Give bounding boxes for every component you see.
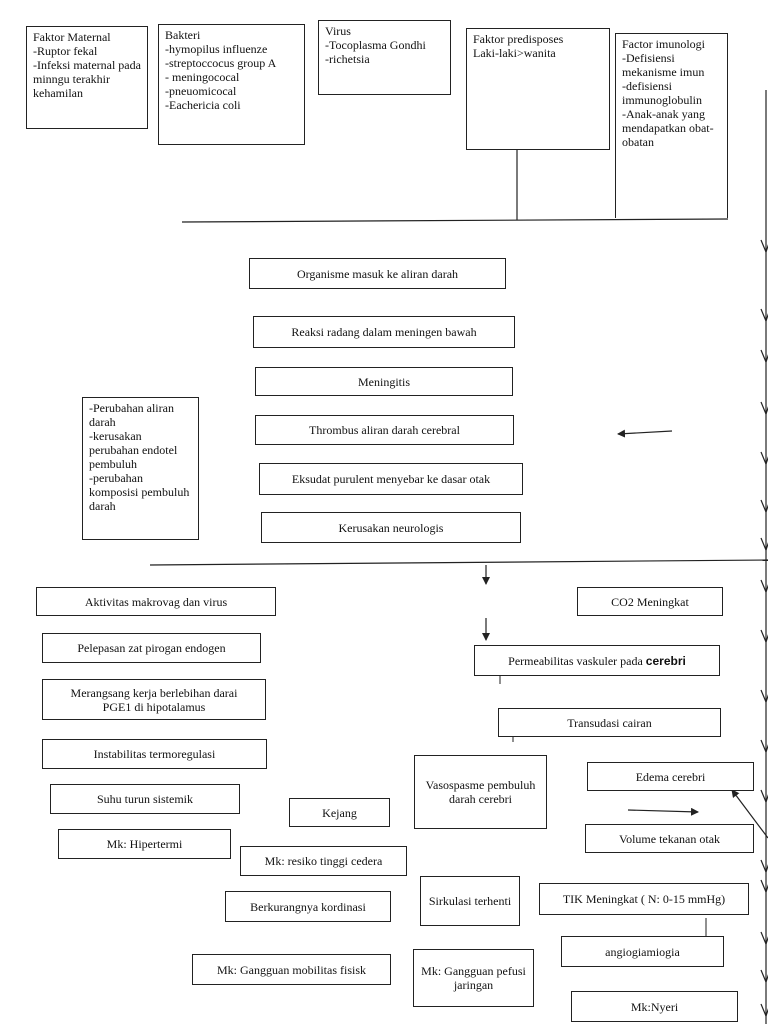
factor-imunologi-box: Factor imunologi -Defisiensi mekanisme i…	[615, 33, 728, 218]
faktor-predisposes-box: Faktor predisposes Laki-laki>wanita	[466, 28, 610, 150]
faktor-maternal-box: Faktor Maternal -Ruptor fekal -Infeksi m…	[26, 26, 148, 129]
top-divider-line	[181, 218, 729, 223]
kordinasi-box: Berkurangnya kordinasi	[225, 891, 391, 922]
resiko-cedera-box: Mk: resiko tinggi cedera	[240, 846, 407, 876]
mid-divider-line	[149, 559, 768, 566]
transudasi-box: Transudasi cairan	[498, 708, 721, 737]
angiogiamiogia-box: angiogiamiogia	[561, 936, 724, 967]
hipertermi-box: Mk: Hipertermi	[58, 829, 231, 859]
sirkulasi-box: Sirkulasi terhenti	[420, 876, 520, 926]
thrombus-box: Thrombus aliran darah cerebral	[255, 415, 514, 445]
permeabilitas-box: Permeabilitas vaskuler pada cerebri	[474, 645, 720, 676]
reaksi-radang-box: Reaksi radang dalam meningen bawah	[253, 316, 515, 348]
kerusakan-neurologis-box: Kerusakan neurologis	[261, 512, 521, 543]
arrow-to-side-note	[617, 429, 673, 438]
bakteri-box: Bakteri -hymopilus influenze -streptocco…	[158, 24, 305, 145]
pefusi-box: Mk: Gangguan pefusi jaringan	[413, 949, 534, 1007]
volume-tekanan-box: Volume tekanan otak	[585, 824, 754, 853]
arrow-right-volume	[627, 807, 699, 816]
edema-box: Edema cerebri	[587, 762, 754, 791]
side-note-box: -Perubahan aliran darah -kerusakan perub…	[82, 397, 199, 540]
vasospasme-box: Vasospasme pembuluh darah cerebri	[414, 755, 547, 829]
virus-box: Virus -Tocoplasma Gondhi -richetsia	[318, 20, 451, 95]
pge1-box: Merangsang kerja berlebihan darai PGE1 d…	[42, 679, 266, 720]
tik-box: TIK Meningkat ( N: 0-15 mmHg)	[539, 883, 749, 915]
meningitis-box: Meningitis	[255, 367, 513, 396]
eksudat-box: Eksudat purulent menyebar ke dasar otak	[259, 463, 523, 495]
organisme-box: Organisme masuk ke aliran darah	[249, 258, 506, 289]
mobilitas-box: Mk: Gangguan mobilitas fisisk	[192, 954, 391, 985]
suhu-box: Suhu turun sistemik	[50, 784, 240, 814]
permeabilitas-bold: cerebri	[645, 653, 686, 668]
makrovag-box: Aktivitas makrovag dan virus	[36, 587, 276, 616]
co2-box: CO2 Meningkat	[577, 587, 723, 616]
right-edge-arrows	[760, 239, 768, 1018]
nyeri-box: Mk:Nyeri	[571, 991, 738, 1022]
permeabilitas-text: Permeabilitas vaskuler pada	[508, 653, 643, 668]
pirogan-box: Pelepasan zat pirogan endogen	[42, 633, 261, 663]
kejang-box: Kejang	[289, 798, 390, 827]
instabilitas-box: Instabilitas termoregulasi	[42, 739, 267, 769]
